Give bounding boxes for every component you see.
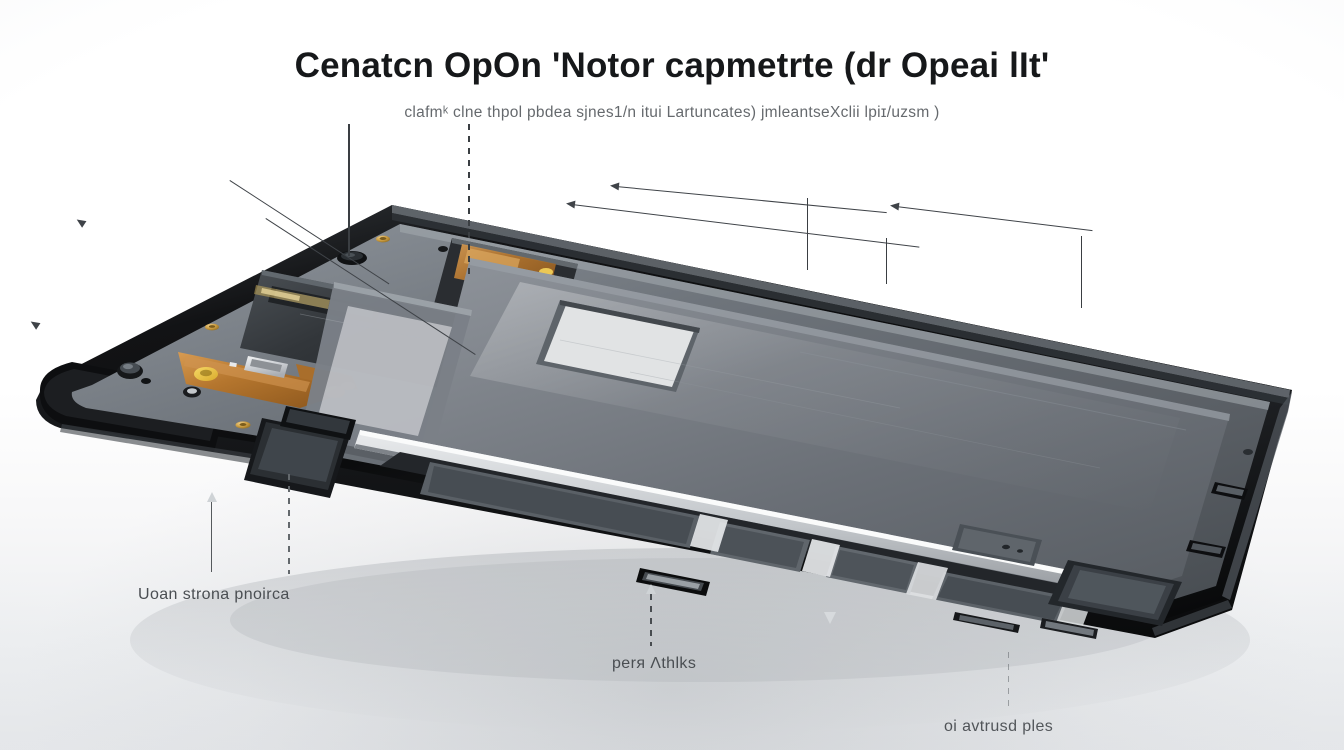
leader-bottom-middle-dashed	[650, 594, 652, 646]
leader-bottom-left-solid	[211, 500, 213, 572]
leader-arrowhead-bottom-middle	[646, 584, 656, 594]
leader-top-dashed	[468, 124, 470, 274]
callout-label-bottom-left: Uoan strona pnoirca	[138, 586, 290, 603]
leader-bottom-left-dashed	[288, 474, 290, 574]
leader-arrowhead-far-right	[889, 201, 900, 211]
leader-arrowhead-bottom-left	[207, 492, 217, 502]
callout-label-bottom-right: oi avtrusd ples	[944, 718, 1054, 735]
leader-arrowhead-upper-right-b	[565, 199, 576, 209]
leader-upper-right-b-drop	[886, 238, 888, 284]
leader-far-right-drop	[1081, 236, 1083, 308]
page-subtitle: clafmᵏ clne thpol pbdea sjnes1/n itui La…	[404, 104, 940, 121]
callout-label-bottom-middle: perя Λthlks	[612, 655, 697, 672]
leader-top-solid	[348, 124, 350, 256]
page-title: Cenatcn OpOn 'Notor capmetrte (dr Opeai …	[294, 46, 1050, 85]
leader-arrowhead-bottom-right	[824, 612, 836, 624]
leader-bottom-right-dashed	[1008, 652, 1010, 708]
leader-arrowhead-upper-right-a	[609, 181, 620, 191]
